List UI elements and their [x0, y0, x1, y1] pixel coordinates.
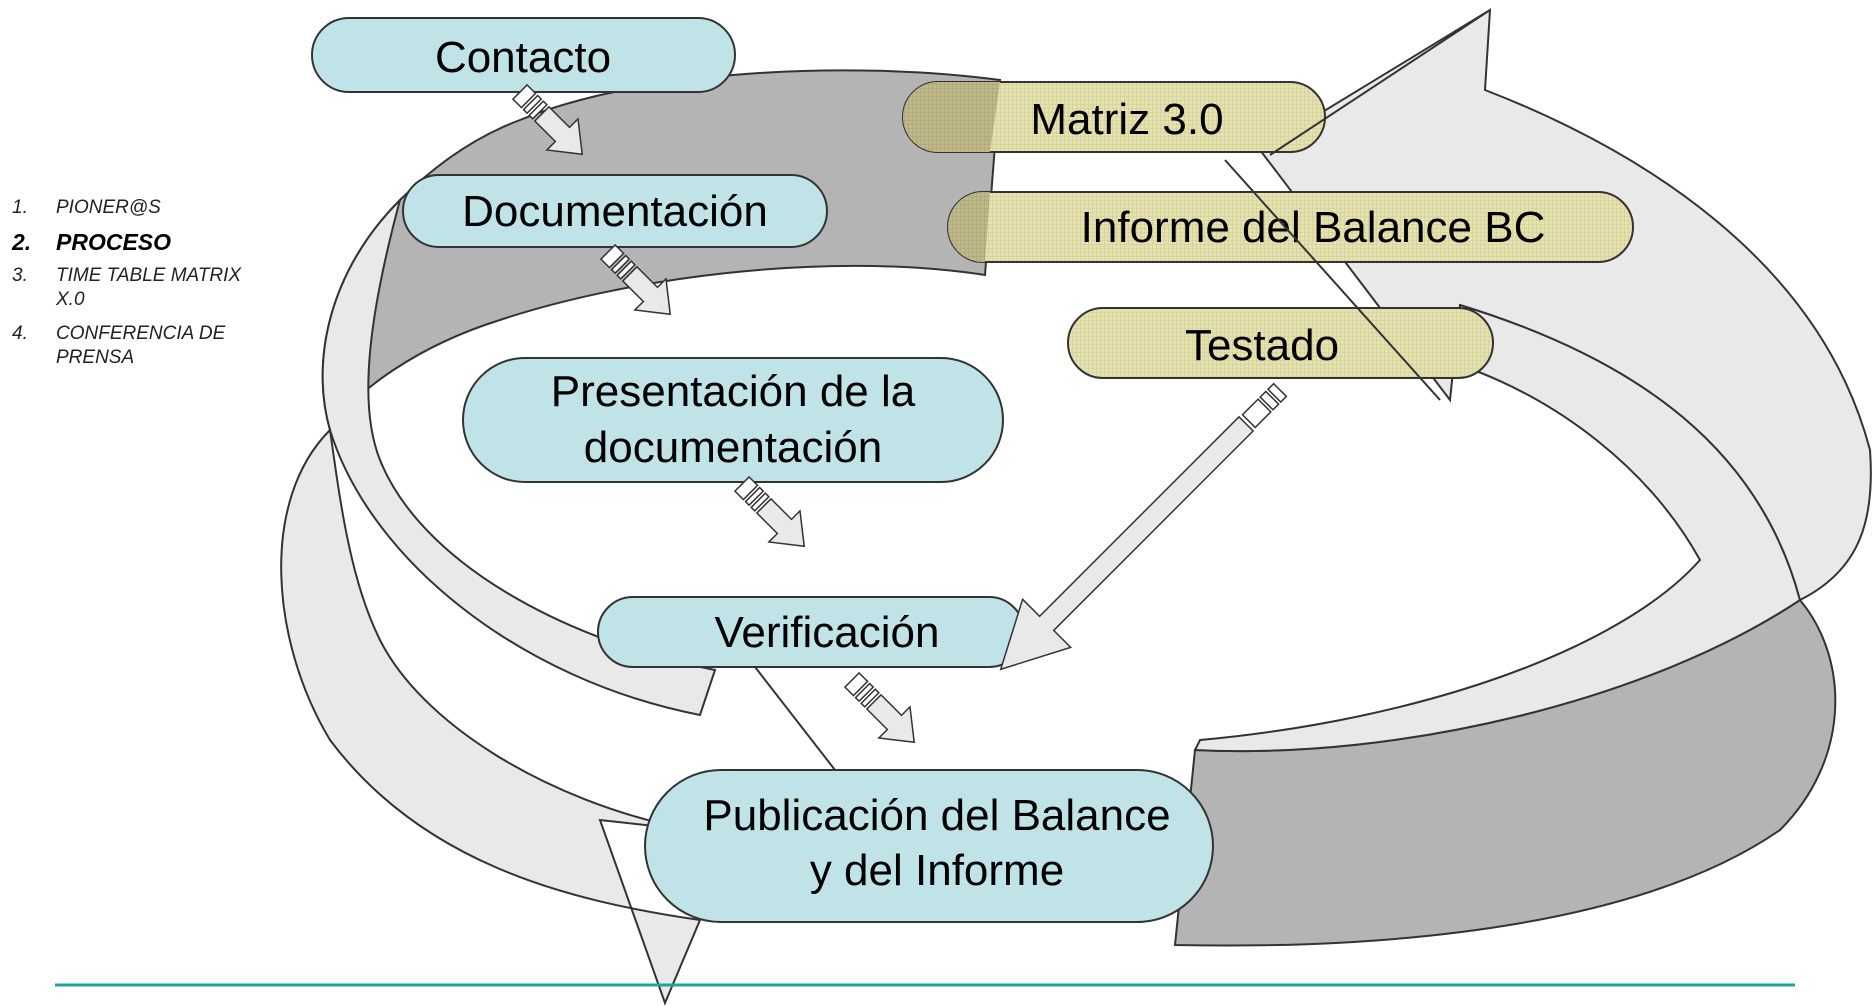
input-matriz-label: Matriz 3.0 [1030, 95, 1223, 144]
step-presentacion: Presentación de la documentación [462, 357, 1004, 483]
step-verificacion-label: Verificación [714, 608, 939, 657]
input-testado: Testado [1067, 307, 1494, 379]
input-testado-label: Testado [1185, 321, 1339, 370]
agenda-item-number: 3. [12, 265, 28, 286]
input-informe: Informe del Balance BC [947, 191, 1634, 263]
step-publicacion: Publicación del Balance y del Informe [644, 769, 1214, 923]
step-presentacion-label-line1: Presentación de la [551, 367, 916, 416]
step-contacto: Contacto [311, 17, 736, 93]
agenda-item-number: 4. [12, 323, 28, 344]
step-publicacion-label-line1: Publicación del Balance [703, 791, 1170, 840]
cycle-ring-bottom-right-band [1173, 598, 1837, 947]
ring-outline-overlay [1224, 9, 1491, 401]
agenda-item-number: 2. [12, 229, 32, 255]
agenda-item-label: PIONER@S [56, 197, 161, 218]
agenda-item-label: CONFERENCIA DE PRENSA [56, 323, 226, 368]
step-documentacion-label: Documentación [462, 187, 768, 236]
input-matriz: Matriz 3.0 [902, 81, 1326, 153]
verificacion-to-publicacion-line [754, 666, 836, 771]
step-documentacion: Documentación [402, 174, 828, 248]
arrow-verificacion-to-publicacion [843, 671, 916, 744]
agenda-item-label: PROCESO [56, 229, 172, 255]
arrow-presentacion-to-verificacion [733, 475, 806, 548]
arrow-testado-to-verificacion [999, 382, 1288, 671]
step-publicacion-label-line2: y del Informe [810, 846, 1064, 895]
agenda-item-time-table[interactable]: 3. TIME TABLE MATRIX X.0 [12, 264, 262, 312]
agenda-item-number: 1. [12, 197, 28, 218]
agenda-item-conferencia[interactable]: 4. CONFERENCIA DE PRENSA [12, 322, 262, 370]
agenda-item-label: TIME TABLE MATRIX X.0 [56, 265, 242, 310]
cycle-ring-bottom-left [280, 427, 702, 1006]
arrow-contacto-to-documentacion [511, 83, 584, 156]
agenda-item-pioneros[interactable]: 1. PIONER@S [12, 196, 262, 220]
agenda-list: 1. PIONER@S 2. PROCESO 3. TIME TABLE MAT… [12, 196, 262, 380]
arrow-documentacion-to-presentacion [599, 243, 672, 316]
cycle-ring-arrowhead [1258, 8, 1872, 602]
step-presentacion-label-line2: documentación [584, 423, 882, 472]
agenda-item-proceso[interactable]: 2. PROCESO [12, 230, 262, 254]
input-informe-label: Informe del Balance BC [1081, 203, 1546, 252]
step-verificacion: Verificación [597, 596, 1025, 668]
step-contacto-label: Contacto [435, 33, 611, 82]
